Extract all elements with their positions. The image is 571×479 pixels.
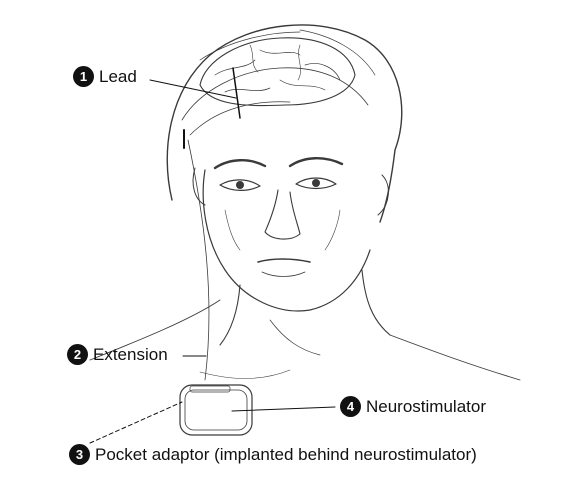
neck-outline	[220, 285, 240, 345]
callout-pocket-adaptor: 3 Pocket adaptor (implanted behind neuro…	[69, 444, 477, 465]
leader-pocket-adaptor	[90, 402, 182, 443]
callout-label: Neurostimulator	[366, 397, 486, 417]
number-badge: 4	[340, 396, 361, 417]
number-badge: 3	[69, 444, 90, 465]
nose	[265, 190, 300, 239]
right-shoulder	[390, 335, 520, 380]
face-outline	[203, 170, 370, 311]
number-badge: 1	[73, 66, 94, 87]
callout-label: Lead	[99, 67, 137, 87]
callout-extension: 2 Extension	[67, 344, 168, 365]
number-badge: 2	[67, 344, 88, 365]
callout-neurostimulator: 4 Neurostimulator	[340, 396, 486, 417]
leader-neurostimulator	[232, 407, 335, 411]
callout-lead: 1 Lead	[73, 66, 137, 87]
head-outline	[167, 25, 402, 222]
mouth	[258, 259, 310, 262]
callout-label: Extension	[93, 345, 168, 365]
callout-label: Pocket adaptor (implanted behind neurost…	[95, 445, 477, 465]
neurostimulator-device	[180, 385, 252, 435]
leader-lead	[150, 80, 236, 98]
lead-wire	[233, 68, 240, 118]
extension-wire	[188, 140, 209, 380]
